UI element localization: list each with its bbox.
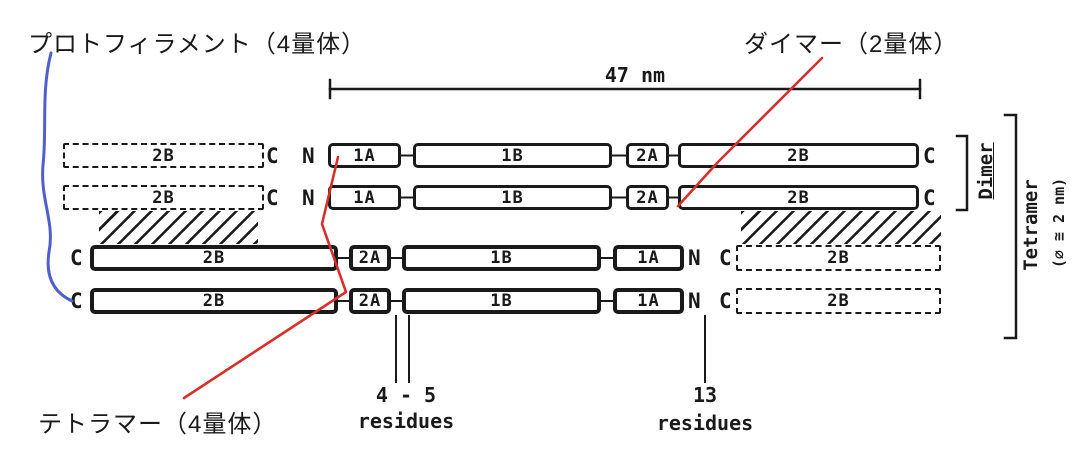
segment-1a: 1A: [613, 245, 684, 271]
n-terminus: N: [302, 185, 315, 210]
c-terminus: C: [266, 143, 279, 168]
segment-2b: 2B: [678, 143, 919, 168]
tetramer-side-label: Tetramer: [1020, 179, 1042, 271]
segment-2b: 2B: [678, 185, 919, 210]
segment-2b-overlap: 2B: [63, 143, 264, 168]
tetramer-diameter-label: (∅ ≅ 2 nm): [1050, 177, 1068, 269]
overlap-hatch-left: [99, 211, 258, 244]
protofilament-leader-line: [41, 51, 74, 303]
c-terminus: C: [70, 289, 83, 313]
segment-2b-overlap: 2B: [736, 288, 941, 314]
tetramer-bracket: [1003, 113, 1018, 340]
linker-right-unit: residues: [656, 411, 754, 435]
linker-left-count: 4 - 5: [375, 383, 437, 407]
segment-1a: 1A: [328, 185, 401, 210]
c-terminus: C: [70, 246, 83, 270]
segment-2a: 2A: [349, 245, 391, 271]
overlap-hatch-right: [741, 211, 941, 244]
segment-2b: 2B: [90, 245, 338, 271]
scale-bar-label: 47 nm: [604, 63, 666, 87]
segment-1b: 1B: [413, 143, 612, 168]
n-terminus: N: [688, 246, 701, 270]
linker-left-unit: residues: [357, 409, 455, 433]
segment-2a: 2A: [626, 143, 669, 168]
n-terminus: N: [688, 289, 701, 313]
segment-2a: 2A: [626, 185, 669, 210]
segment-1a: 1A: [328, 143, 401, 168]
c-terminus: C: [719, 246, 732, 270]
segment-2a: 2A: [349, 288, 391, 314]
segment-1b: 1B: [402, 245, 601, 271]
segment-1b: 1B: [413, 185, 612, 210]
protofilament-label: プロトフィラメント（4量体）: [28, 31, 367, 58]
segment-2b-overlap: 2B: [63, 185, 264, 210]
segment-1a: 1A: [613, 288, 684, 314]
c-terminus: C: [266, 185, 279, 210]
c-terminus: C: [923, 185, 936, 210]
segment-1b: 1B: [402, 288, 601, 314]
c-terminus: C: [719, 289, 732, 313]
segment-2b: 2B: [90, 288, 338, 314]
linker-right-count: 13: [692, 383, 718, 407]
dimer-bracket: [955, 134, 969, 212]
n-terminus: N: [302, 143, 315, 168]
dimer-callout-label: ダイマー（2量体）: [744, 31, 959, 58]
tetramer-callout-label: テトラマー（4量体）: [38, 411, 278, 438]
dimer-side-label: Dimer: [975, 142, 997, 200]
c-terminus: C: [923, 143, 936, 168]
segment-2b-overlap: 2B: [736, 245, 941, 271]
